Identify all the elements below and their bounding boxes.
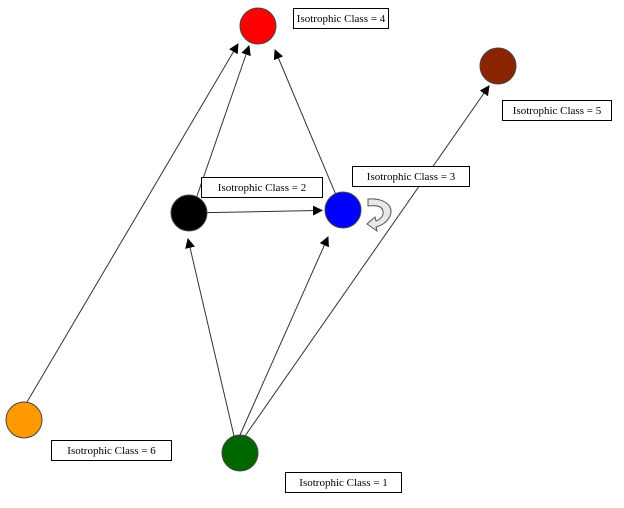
node-class5 (479, 47, 517, 85)
edge-class1-class2 (185, 238, 235, 437)
edge-class1-class5 (244, 85, 490, 437)
self-loop-arrow-icon (366, 198, 392, 233)
label-class2: Isotrophic Class = 2 (201, 177, 323, 198)
edge-class3-class4 (273, 49, 336, 194)
edge-class6-class4 (26, 43, 239, 403)
edge-class2-class3 (206, 205, 324, 216)
label-class5: Isotrophic Class = 5 (502, 100, 612, 121)
node-class2 (170, 194, 208, 232)
edge-class1-class3 (239, 236, 329, 436)
node-class6 (5, 401, 43, 439)
edge-class2-class4 (196, 45, 251, 197)
label-class4: Isotrophic Class = 4 (293, 8, 389, 29)
label-class1: Isotrophic Class = 1 (285, 472, 402, 493)
node-class3 (324, 191, 362, 229)
label-class3: Isotrophic Class = 3 (352, 166, 470, 187)
node-class4 (239, 7, 277, 45)
label-class6: Isotrophic Class = 6 (51, 440, 172, 461)
node-class1 (221, 434, 259, 472)
